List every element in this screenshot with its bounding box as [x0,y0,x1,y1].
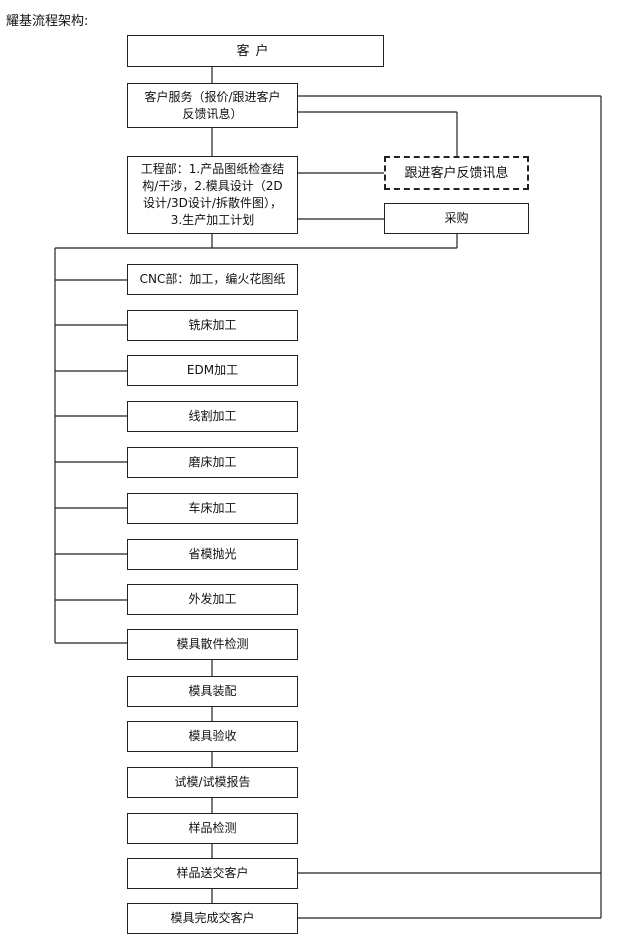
lathe-box: 车床加工 [127,493,298,524]
follow-up-box: 跟进客户反馈讯息 [384,156,529,190]
milling-box: 铣床加工 [127,310,298,341]
edm-box: EDM加工 [127,355,298,386]
purchasing-box: 采购 [384,203,529,234]
grinding-box: 磨床加工 [127,447,298,478]
customer-box: 客户 [127,35,384,67]
customer-service-box: 客户服务（报价/跟进客户 反馈讯息） [127,83,298,128]
cnc-box: CNC部：加工，编火花图纸 [127,264,298,295]
engineering-box: 工程部：1.产品图纸检查结 构/干涉，2.模具设计（2D 设计/3D设计/拆散件… [127,156,298,234]
wire-cut-box: 线割加工 [127,401,298,432]
page-title: 耀基流程架构: [6,14,89,29]
parts-inspection-box: 模具散件检测 [127,629,298,660]
polishing-box: 省模抛光 [127,539,298,570]
sample-delivery-box: 样品送交客户 [127,858,298,889]
acceptance-box: 模具验收 [127,721,298,752]
trial-report-box: 试模/试模报告 [127,767,298,798]
assembly-box: 模具装配 [127,676,298,707]
mold-delivery-box: 模具完成交客户 [127,903,298,934]
sample-inspection-box: 样品检测 [127,813,298,844]
outsourcing-box: 外发加工 [127,584,298,615]
